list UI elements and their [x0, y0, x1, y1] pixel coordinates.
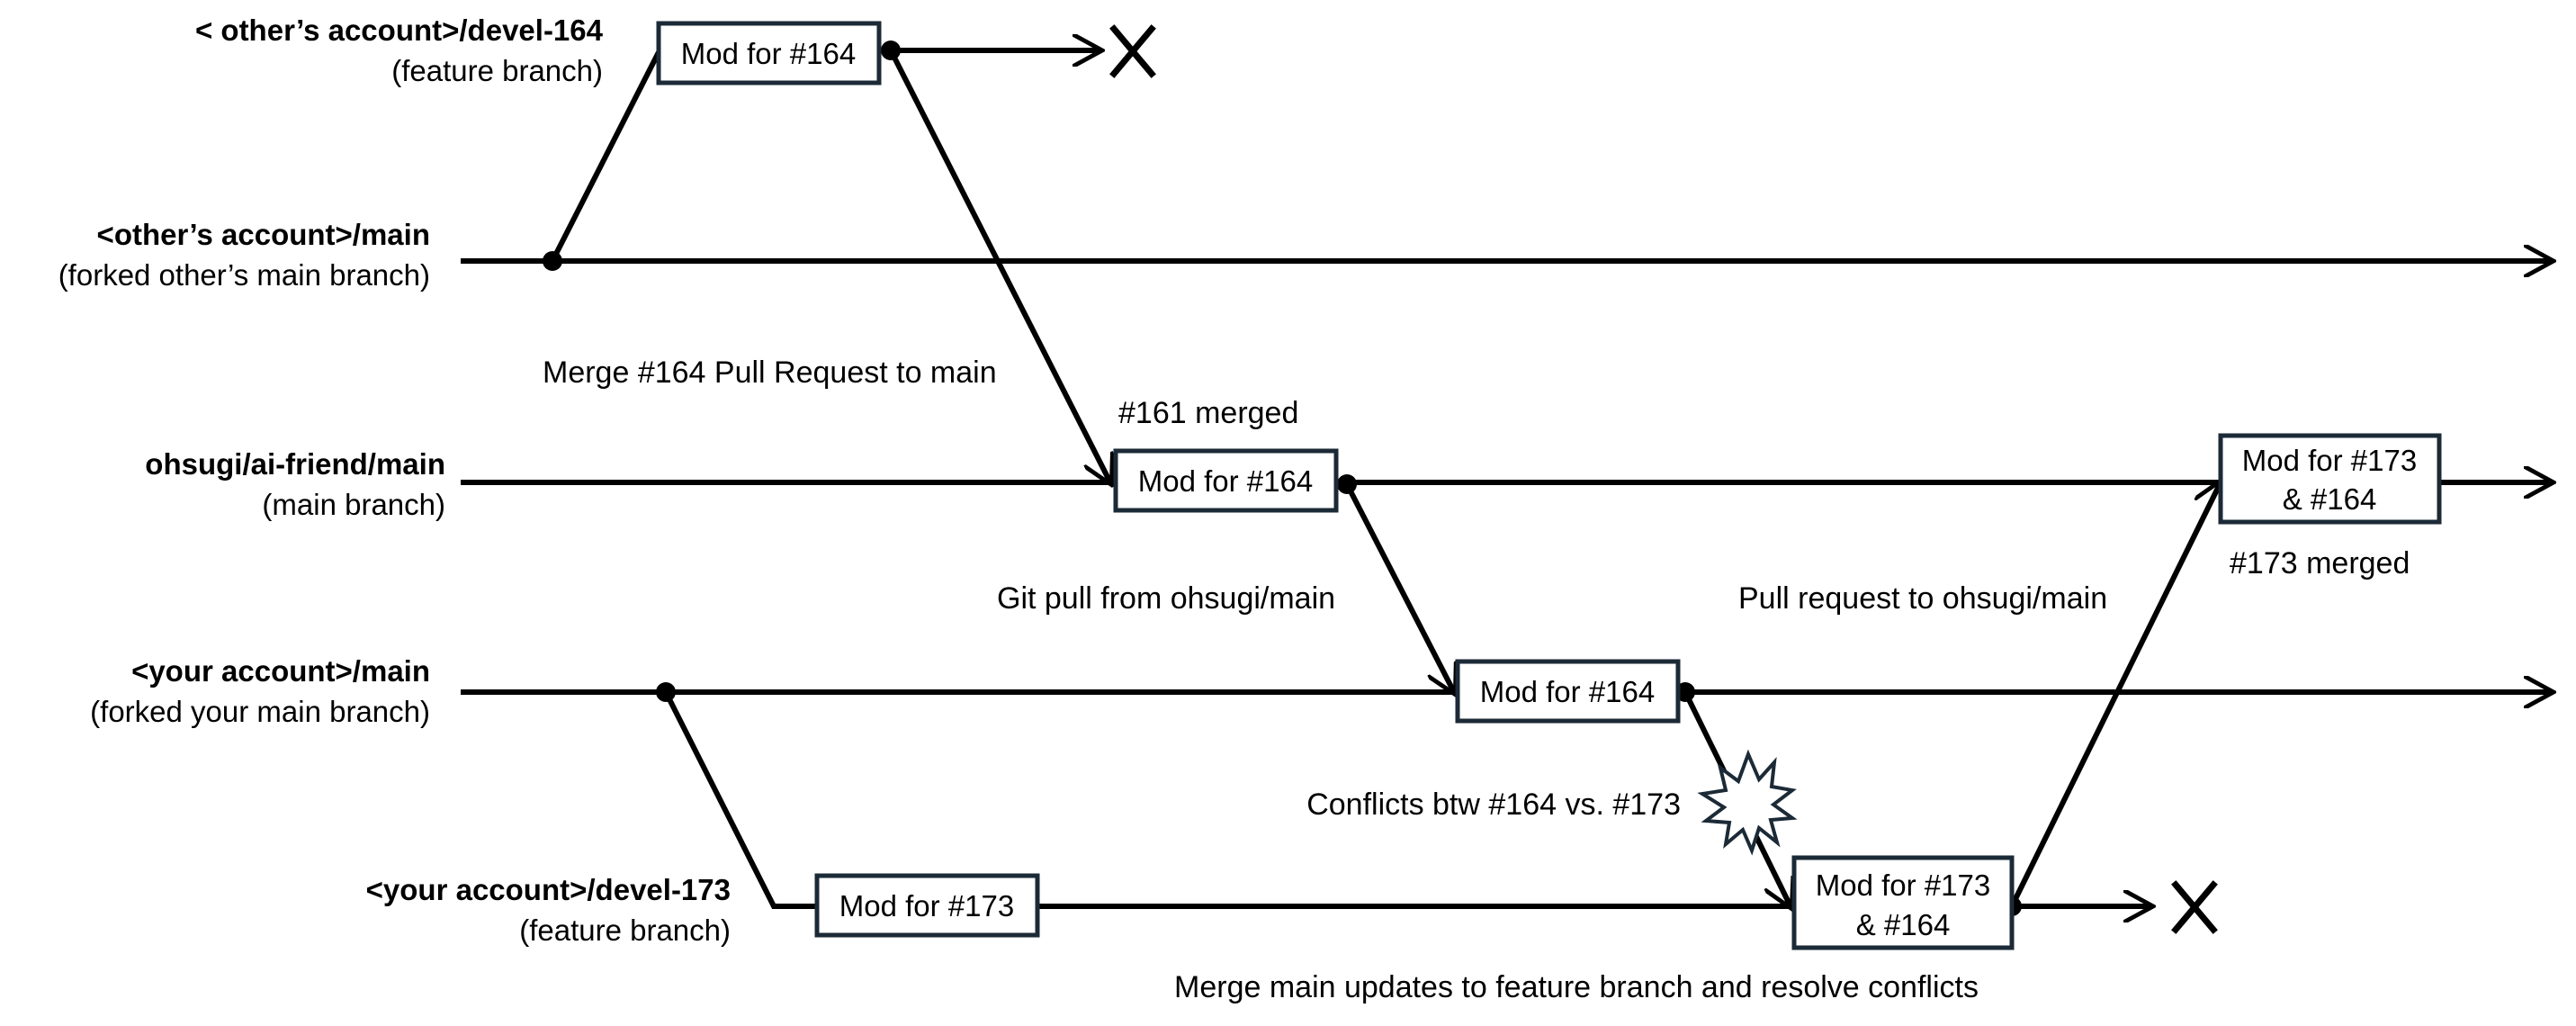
branch-desc: (feature branch): [519, 914, 731, 947]
branch-name: ohsugi/ai-friend/main: [145, 447, 445, 481]
fork-line-other-devel: [550, 50, 661, 263]
commit-text: Mod for #173: [839, 889, 1014, 922]
annotation-merge-updates: Merge main updates to feature branch and…: [1174, 970, 1979, 1004]
branch-label-your-devel: <your account>/devel-173 (feature branch…: [366, 873, 731, 947]
fork-line-your-devel: [663, 690, 817, 909]
commit-text-line1: Mod for #173: [2242, 444, 2417, 477]
commit-dot-other-164: [881, 40, 901, 60]
pull-arrow-upstream-to-your-main: [1344, 482, 1454, 692]
branch-name: <your account>/main: [131, 654, 430, 688]
commit-text: Mod for #164: [1480, 675, 1655, 708]
annotation-merged-161: #161 merged: [1118, 396, 1298, 430]
branch-name: <other’s account>/main: [97, 218, 430, 251]
commit-text-line1: Mod for #173: [1816, 868, 1990, 902]
commit-text: Mod for #164: [1138, 464, 1313, 498]
annotation-merge-pr-164: Merge #164 Pull Request to main: [543, 356, 997, 390]
commit-box-other-164: Mod for #164: [656, 21, 882, 86]
annotation-pull-request: Pull request to ohsugi/main: [1738, 581, 2107, 616]
branch-name: <your account>/devel-173: [366, 873, 731, 906]
merge-arrow-pr-164: [888, 49, 1110, 482]
branch-name: < other’s account>/devel-164: [195, 14, 604, 47]
branch-label-your-main: <your account>/main (forked your main br…: [90, 654, 430, 728]
branch-desc: (forked other’s main branch): [58, 258, 430, 292]
branch-desc: (feature branch): [391, 54, 603, 87]
commit-dot-upstream-164: [1337, 474, 1357, 494]
commit-box-your-164: Mod for #164: [1455, 659, 1681, 724]
commit-text: Mod for #164: [681, 37, 856, 70]
commit-box-upstream-164: Mod for #164: [1113, 448, 1339, 513]
x-mark-icon: [2171, 880, 2218, 934]
branch-label-other-main: <other’s account>/main (forked other’s m…: [58, 218, 430, 292]
commit-box-upstream-final: Mod for #173 & #164: [2218, 433, 2442, 525]
pr-arrow-devel-to-upstream: [2009, 482, 2221, 908]
explosion-icon: [1697, 749, 1798, 856]
commit-text-line2: & #164: [1856, 908, 1951, 941]
branch-desc: (forked your main branch): [90, 695, 430, 728]
commit-box-devel-merged: Mod for #173 & #164: [1791, 855, 2015, 950]
annotation-git-pull: Git pull from ohsugi/main: [997, 581, 1335, 616]
fork-dot-other: [543, 251, 562, 271]
annotation-conflicts: Conflicts btw #164 vs. #173: [1306, 788, 1681, 822]
commit-text-line2: & #164: [2283, 482, 2377, 516]
annotation-merged-173: #173 merged: [2230, 546, 2410, 580]
commit-box-devel-173: Mod for #173: [814, 873, 1040, 938]
branch-desc: (main branch): [262, 488, 445, 521]
branch-label-other-devel: < other’s account>/devel-164 (feature br…: [195, 14, 604, 87]
branch-label-upstream: ohsugi/ai-friend/main (main branch): [145, 447, 445, 521]
fork-dot-your: [656, 682, 676, 702]
x-mark-icon: [1109, 24, 1156, 78]
